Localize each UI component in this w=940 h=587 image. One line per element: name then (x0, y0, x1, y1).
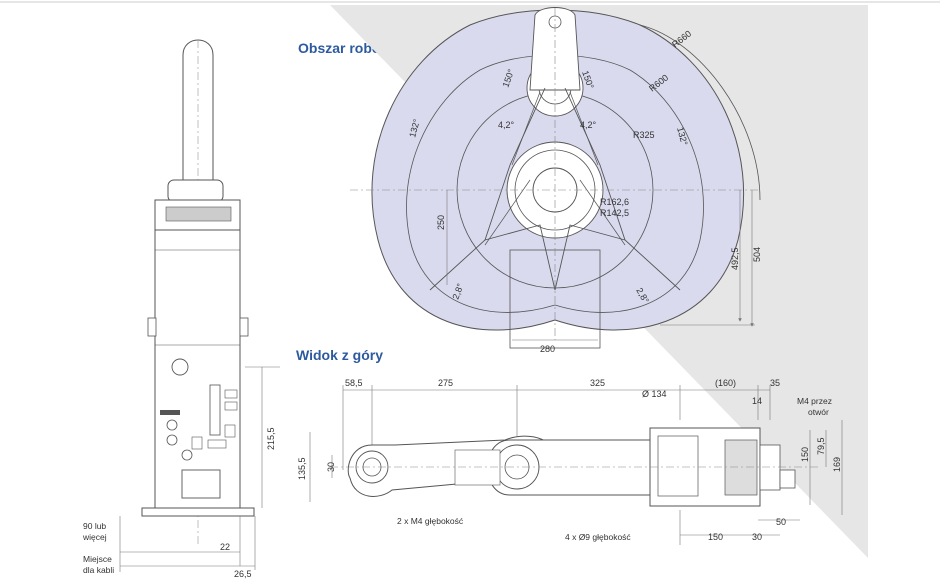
label-d35: 35 (770, 378, 780, 388)
label-a42-left: 4,2° (498, 120, 515, 130)
label-a132-left: 132° (407, 118, 422, 139)
label-r325: R325 (633, 130, 655, 140)
label-cable-1: Miejsce (83, 554, 112, 564)
label-a132-right: 132° (675, 126, 690, 147)
work-area-diagram: R660 R600 R325 R162,6 R142,5 150° 150° 1… (350, 7, 762, 354)
label-d265: 26,5 (234, 569, 252, 579)
label-m4-through2: otwór (808, 407, 829, 417)
label-d275: 275 (438, 378, 453, 388)
label-d30: 30 (326, 462, 336, 472)
label-cable-2: dla kabli (83, 565, 114, 575)
label-o9-depth: 4 x Ø9 głębokość (565, 532, 631, 542)
label-a42-right: 4,2° (580, 120, 597, 130)
label-m4-through: M4 przez (797, 396, 832, 406)
top-view-diagram: 58,5 275 325 (160) 35 14 M4 przez otwór … (297, 378, 843, 545)
label-m4-depth: 2 x M4 głębokość (397, 516, 464, 526)
label-d585: 58,5 (345, 378, 363, 388)
label-d150v: 150 (800, 447, 810, 462)
label-d134: Ø 134 (642, 389, 667, 399)
label-more90-1: 90 lub (83, 521, 106, 531)
label-d1355: 135,5 (297, 457, 307, 480)
label-d160: (160) (715, 378, 736, 388)
label-d30b: 30 (752, 532, 762, 542)
label-d325: 325 (590, 378, 605, 388)
label-d150b: 150 (708, 532, 723, 542)
label-d795: 79,5 (816, 437, 826, 455)
side-view-diagram: 215,5 90 lub więcej Miejsce dla kabli 22… (82, 39, 280, 579)
label-d22: 22 (220, 542, 230, 552)
label-d50: 50 (776, 517, 786, 527)
label-d280: 280 (540, 344, 555, 354)
heading-top-view: Widok z góry (296, 347, 383, 363)
label-d169: 169 (832, 457, 842, 472)
label-d4925: 492,5 (730, 247, 740, 270)
label-d14: 14 (752, 396, 762, 406)
label-r162: R162,6 (600, 197, 629, 207)
label-more90-2: więcej (82, 532, 107, 542)
label-r142: R142,5 (600, 208, 629, 218)
label-d2155: 215,5 (266, 427, 276, 450)
label-d250: 250 (436, 215, 446, 230)
label-d504: 504 (752, 247, 762, 262)
